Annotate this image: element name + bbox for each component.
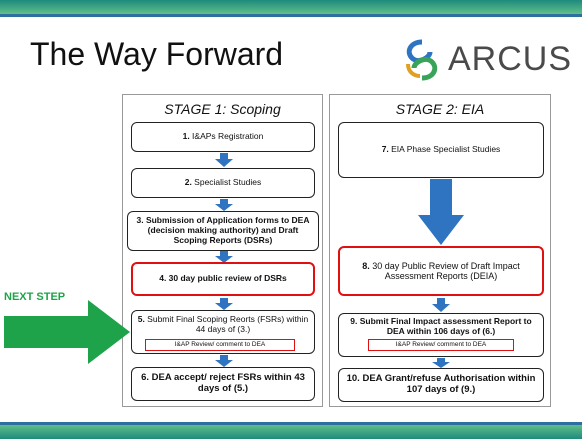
next-step-arrow-icon bbox=[4, 300, 130, 364]
top-banner bbox=[0, 0, 582, 14]
arrow-down-icon bbox=[215, 251, 233, 263]
arrow-down-icon bbox=[432, 298, 450, 312]
stage2-review-note: I&AP Review/ comment to DEA bbox=[368, 339, 514, 351]
stage2-step-10: 10. DEA Grant/refuse Authorisation withi… bbox=[338, 368, 544, 402]
arrow-down-icon bbox=[418, 179, 464, 245]
stage1-step-1: 1. I&APs Registration bbox=[131, 122, 315, 152]
arcus-logo: ARCUS bbox=[400, 38, 573, 82]
stage2-step-7: 7. EIA Phase Specialist Studies bbox=[338, 122, 544, 178]
stage1-step-6: 6. DEA accept/ reject FSRs within 43 day… bbox=[131, 367, 315, 401]
slide-title: The Way Forward bbox=[30, 36, 284, 72]
arrow-down-icon bbox=[432, 358, 450, 368]
stage2-title: STAGE 2: EIA bbox=[395, 101, 485, 117]
bottom-banner bbox=[0, 425, 582, 439]
stage1-step-3: 3. Submission of Application forms to DE… bbox=[127, 211, 319, 251]
stage1-panel: STAGE 1: Scoping 1. I&APs Registration 2… bbox=[122, 94, 323, 407]
bottom-banner-stripe bbox=[0, 422, 582, 425]
stage1-review-note: I&AP Review/ comment to DEA bbox=[145, 339, 295, 351]
arrow-down-icon bbox=[215, 153, 233, 167]
stage1-step-2: 2. Specialist Studies bbox=[131, 168, 315, 198]
arcus-logo-mark-icon bbox=[406, 39, 438, 81]
stage1-title: STAGE 1: Scoping bbox=[164, 101, 281, 117]
logo-text: ARCUS bbox=[448, 40, 573, 78]
stage2-panel: STAGE 2: EIA 7. EIA Phase Specialist Stu… bbox=[329, 94, 551, 407]
top-banner-stripe bbox=[0, 14, 582, 17]
stage2-step-8: 8. 30 day Public Review of Draft Impact … bbox=[338, 246, 544, 296]
arrow-down-icon bbox=[215, 298, 233, 310]
next-step-label: NEXT STEP bbox=[4, 291, 66, 303]
arrow-down-icon bbox=[215, 199, 233, 211]
arrow-down-icon bbox=[215, 355, 233, 367]
stage1-step-4: 4. 30 day public review of DSRs bbox=[131, 262, 315, 296]
